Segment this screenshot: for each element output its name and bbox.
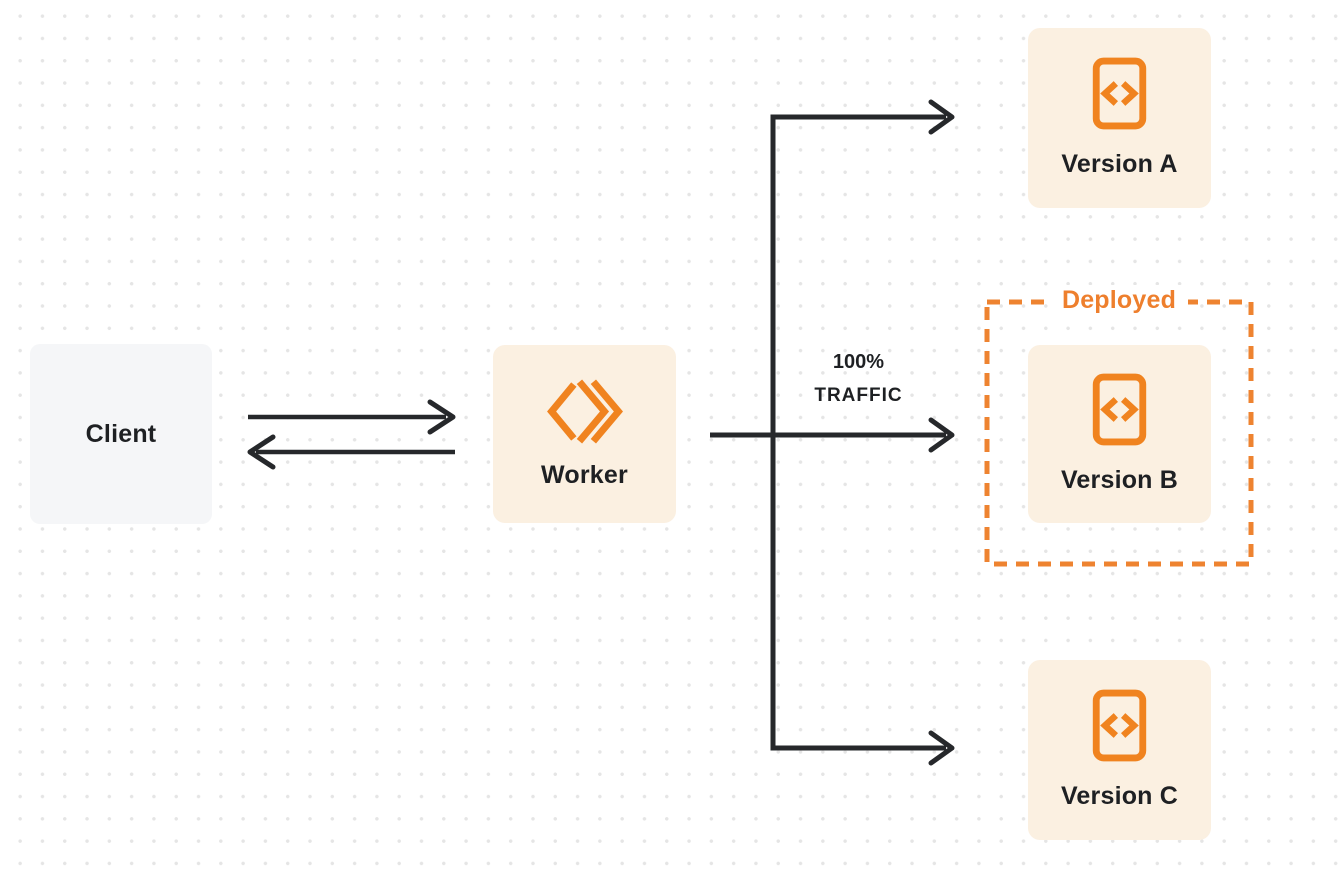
client-label: Client	[85, 419, 157, 448]
worker-label: Worker	[541, 460, 628, 489]
traffic-word: TRAFFIC	[814, 385, 903, 406]
traffic-annotation: 100% TRAFFIC	[786, 351, 931, 407]
worker-node: Worker	[493, 345, 676, 523]
client-node: Client	[30, 344, 212, 524]
version-b-label: Version B	[1060, 466, 1179, 494]
version-a-node: Version A	[1028, 28, 1211, 208]
version-c-node: Version C	[1028, 660, 1211, 840]
edge-worker-to-client	[247, 434, 455, 470]
traffic-percent: 100%	[832, 351, 885, 373]
edge-client-to-worker	[248, 399, 456, 435]
arrowhead-version-b	[928, 417, 955, 453]
code-file-icon	[1091, 373, 1148, 446]
deployed-label: Deployed	[1049, 285, 1189, 316]
arrowhead-version-c	[928, 730, 955, 766]
version-c-label: Version C	[1060, 782, 1179, 810]
arrowhead-version-a	[928, 99, 955, 135]
code-file-icon	[1091, 57, 1148, 130]
workers-logo-icon	[546, 379, 624, 444]
version-a-label: Version A	[1061, 150, 1178, 178]
version-b-node: Version B	[1028, 345, 1211, 523]
code-file-icon	[1091, 689, 1148, 762]
edge-branch-trunk	[710, 114, 946, 751]
edge-arrowheads	[928, 99, 955, 766]
deployed-annotation: Deployed	[985, 285, 1253, 316]
